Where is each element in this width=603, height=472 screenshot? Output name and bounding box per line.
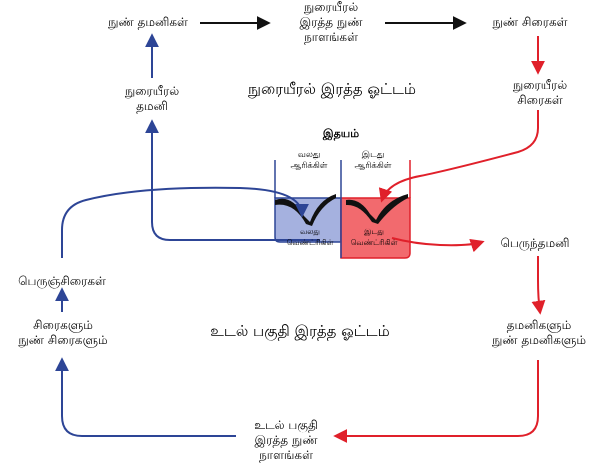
pulmonary-artery-label: நுரையீரல் தமனி xyxy=(124,84,180,113)
capillary-arteries-top-label: நுண் தமனிகள் xyxy=(108,15,188,29)
left-ventricle-label: இடது வெண்ட்ரிகிள் xyxy=(350,227,398,247)
right-valve xyxy=(275,194,336,226)
left-heart-chambers xyxy=(340,197,411,259)
pulmonary-artery-path xyxy=(145,119,320,241)
pulmonary-vein-label: நுரையீரல் சிரைகள் xyxy=(512,78,568,107)
pulmonary-circulation-title: நுரையீரல் இரத்த ஓட்டம் xyxy=(248,80,416,98)
vena-cava-path xyxy=(61,186,309,258)
systemic-circulation-title: உடல் பகுதி இரத்த ஓட்டம் xyxy=(210,322,390,340)
arrow-to-arteries xyxy=(531,256,546,315)
aorta-label: பெருந்தமனி xyxy=(500,236,570,250)
veins-venules-label: சிரைகளும் நுண் சிரைகளும் xyxy=(18,318,108,347)
vena-cava-label: பெருஞ்சிரைகள் xyxy=(18,274,106,288)
heart-label: இதயம் xyxy=(322,127,360,140)
left-valve xyxy=(346,194,408,224)
pulmonary-vein-path xyxy=(378,110,539,203)
right-ventricle-label: வலது வெண்ட்ரிகிள் xyxy=(286,227,334,247)
systemic-venous-return-path xyxy=(55,357,236,437)
capillary-veins-top-label: நுண் சிரைகள் xyxy=(492,15,568,29)
lung-capillaries-label: நுரையீரல் இரத்த நுண் நாளங்கள் xyxy=(299,0,363,44)
left-atrium-label: இடது ஆரிக்கிள் xyxy=(354,150,392,171)
right-atrium-label: வலது ஆரிக்கிள் xyxy=(290,150,328,171)
aorta-path xyxy=(391,237,485,253)
arrow-to-body-capillaries xyxy=(333,360,539,443)
arteries-arterioles-label: தமனிகளும் நுண் தமனிகளும் xyxy=(491,318,587,347)
body-capillaries-label: உடல் பகுதி இரத்த நுண் நாளங்கள் xyxy=(254,418,318,462)
